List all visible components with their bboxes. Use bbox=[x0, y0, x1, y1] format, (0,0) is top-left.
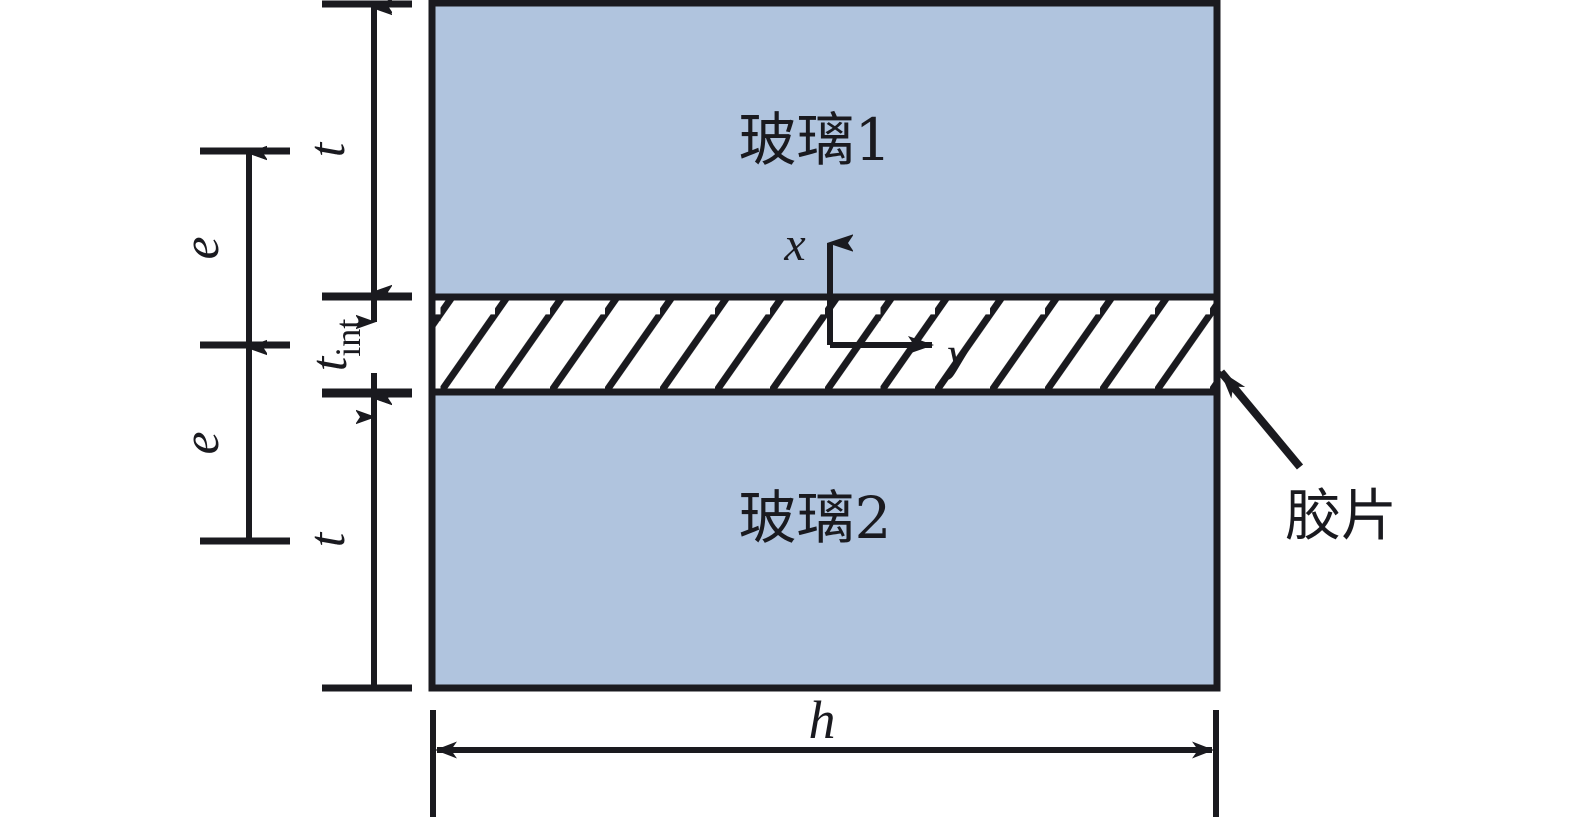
t-int-main: t bbox=[301, 355, 358, 371]
dimension-label-e-bottom: e bbox=[173, 431, 230, 454]
leader-line bbox=[1217, 369, 1304, 470]
y-axis-label: y bbox=[942, 328, 969, 381]
dimension-t-bottom: t bbox=[299, 390, 412, 692]
x-axis-label: x bbox=[783, 218, 805, 271]
callout-interlayer-film: 胶片 bbox=[1217, 369, 1397, 549]
t-int-subscript: int bbox=[328, 319, 368, 357]
dimension-label-t-int: tint bbox=[301, 319, 368, 371]
dimension-e-bottom: e bbox=[173, 347, 290, 545]
coordinate-axes: x y bbox=[783, 218, 969, 381]
dimension-t-top: t bbox=[299, 4, 412, 300]
dimension-h: h bbox=[430, 690, 1219, 817]
dimension-label-e-top: e bbox=[173, 236, 230, 259]
dimension-e-top: e bbox=[173, 151, 290, 349]
callout-label-film: 胶片 bbox=[1285, 484, 1397, 549]
layer-stack bbox=[428, 0, 1221, 692]
glass-bottom-label: 玻璃2 bbox=[739, 484, 892, 552]
dimension-label-t-top: t bbox=[299, 141, 356, 157]
interlayer-film-hatch bbox=[432, 297, 1217, 392]
glass-top-label: 玻璃1 bbox=[739, 106, 892, 174]
dimension-label-h: h bbox=[809, 690, 836, 750]
glass-layer-top bbox=[428, 0, 1221, 301]
dimension-label-t-int-group: tint bbox=[301, 319, 368, 371]
glass-layer-bottom bbox=[428, 388, 1221, 692]
dimension-label-t-bottom: t bbox=[299, 531, 356, 547]
